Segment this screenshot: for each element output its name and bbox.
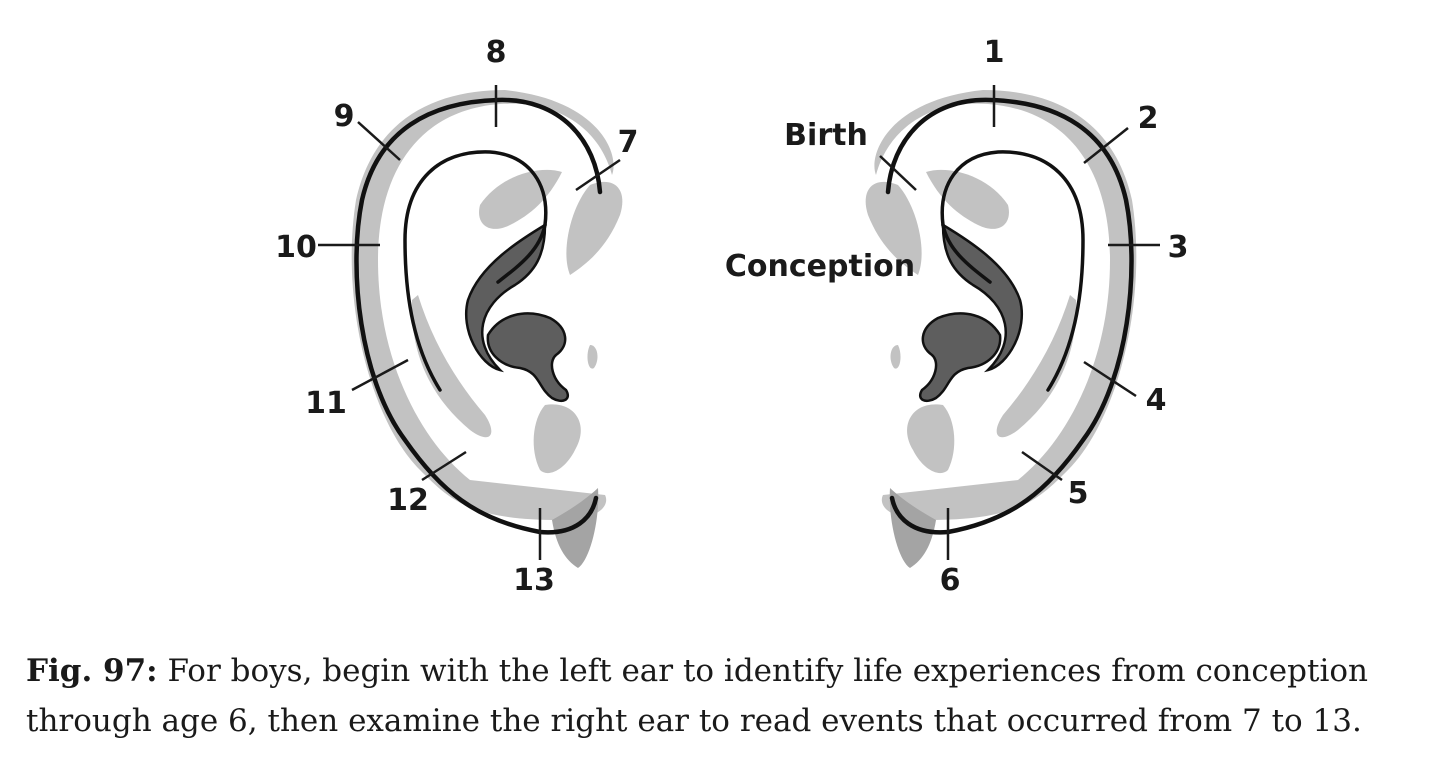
left-ear-patch-right [566,181,623,275]
birth-label: Birth [784,118,868,153]
left-ear-outline [354,97,603,535]
right-ear [865,90,1137,568]
left-ear-canal [486,312,569,402]
left-ear-label-13: 13 [513,563,555,598]
left-ear-patch-dot [587,345,598,369]
left-ear-tragus-line [496,223,547,284]
left-ear-label-11: 11 [305,386,347,421]
right-ear-patch-lobe [907,404,955,474]
right-ear-label-1: 1 [984,35,1005,70]
ear-diagram: 8 9 7 10 11 12 13 1 2 3 4 5 6 Birth Conc… [275,35,1189,598]
right-ear-label-3: 3 [1168,230,1189,265]
left-ear-inner-fold [403,150,548,392]
right-ear-outline [885,97,1134,535]
right-ear-patch-antihelix [996,295,1077,438]
right-ear-label-2: 2 [1138,101,1159,136]
right-ear-label-6: 6 [940,563,961,598]
right-ear-inner-fold [940,150,1085,392]
right-ear-ticks [879,85,1160,560]
right-ear-tragus-line [941,223,992,284]
right-ear-patch-dot [890,345,901,369]
left-ear-label-7: 7 [618,125,639,160]
left-ear-label-10: 10 [275,230,317,265]
left-ear-patch-lobe [533,404,581,474]
right-ear-label-5: 5 [1068,476,1089,511]
left-ear-label-9: 9 [334,99,355,134]
left-ear-patch-antihelix [411,295,492,438]
conception-label: Conception [725,249,915,284]
left-ear-ticks [318,85,621,560]
left-ear-label-12: 12 [387,483,429,518]
caption-text: For boys, begin with the left ear to ide… [26,653,1368,739]
left-ear [351,90,623,568]
right-ear-patch-right [865,181,922,275]
figure-caption: Fig. 97: For boys, begin with the left e… [26,646,1436,746]
right-ear-patch-upper [926,169,1009,229]
figure-number: Fig. 97: [26,653,158,689]
left-ear-label-8: 8 [486,35,507,70]
right-ear-label-4: 4 [1146,383,1167,418]
right-ear-canal [919,312,1002,402]
left-ear-patch-upper [479,169,562,229]
